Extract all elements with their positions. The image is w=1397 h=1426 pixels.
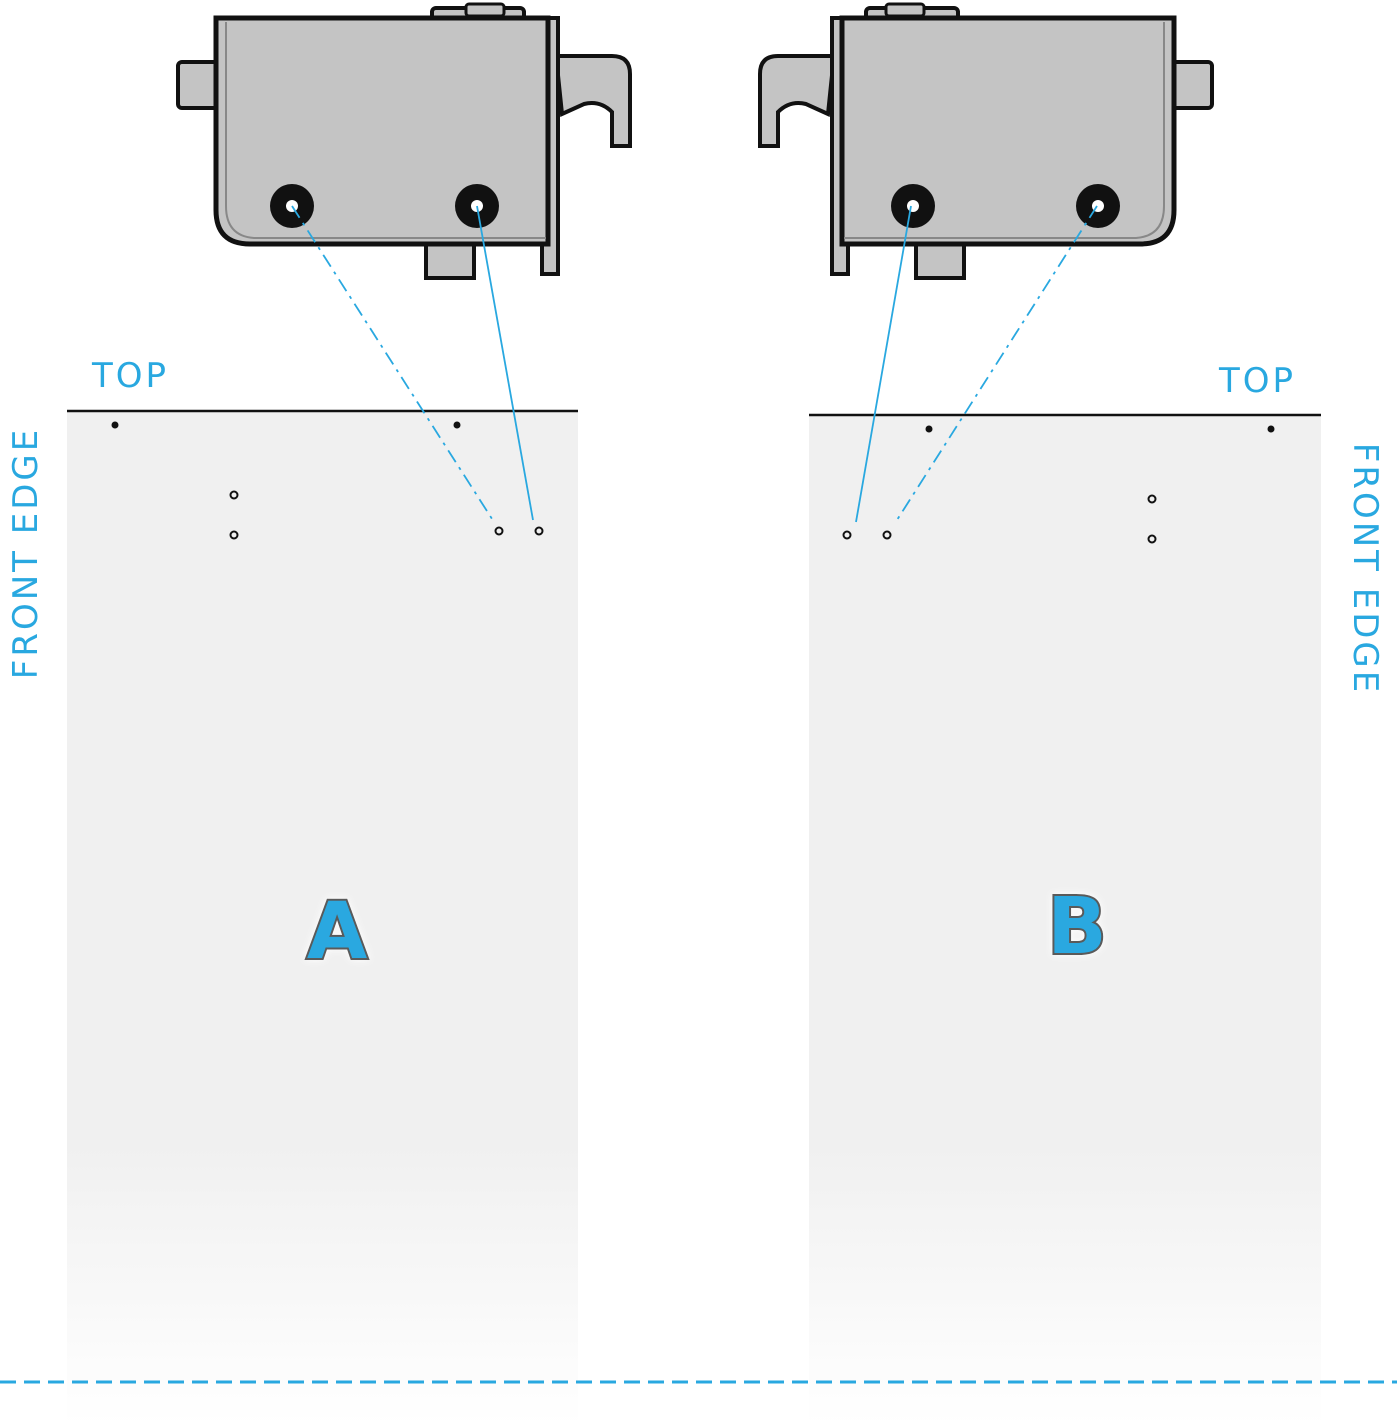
guide-line — [896, 205, 1098, 521]
panel-b-holes — [842, 425, 1275, 544]
guide-line — [476, 205, 534, 521]
hole — [229, 490, 239, 500]
hole — [453, 421, 461, 429]
hinge-icon — [758, 2, 1214, 280]
panel-b-letter: B — [1047, 882, 1106, 972]
hole — [1147, 494, 1157, 504]
guide-lines — [291, 205, 1098, 523]
hole — [1147, 534, 1157, 544]
hole — [534, 526, 544, 536]
top-label-left: TOP — [91, 356, 169, 396]
panel-a-holes — [111, 421, 544, 540]
hole — [925, 425, 933, 433]
panel-a-letter: A — [307, 887, 367, 977]
hole — [842, 530, 852, 540]
hole — [229, 530, 239, 540]
guide-line — [291, 205, 495, 523]
front-edge-label-left: FRONT EDGE — [6, 427, 46, 679]
hole — [882, 530, 892, 540]
hole — [1267, 425, 1275, 433]
hole — [494, 526, 504, 536]
hole — [111, 421, 119, 429]
panel-b: B — [807, 413, 1323, 1426]
top-label-right: TOP — [1218, 361, 1296, 401]
guide-line — [855, 205, 912, 523]
panel-a: A — [65, 409, 580, 1426]
front-edge-label-right: FRONT EDGE — [1345, 443, 1385, 695]
hinge-icon — [176, 2, 632, 280]
